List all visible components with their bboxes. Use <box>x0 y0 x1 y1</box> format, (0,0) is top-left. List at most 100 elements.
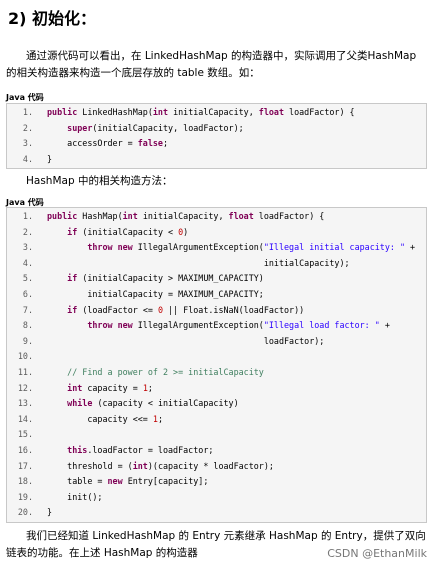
code-token: IllegalArgumentException( <box>137 242 264 253</box>
line-number: 9. <box>22 335 33 346</box>
code-line: 4. initialCapacity); <box>7 256 426 272</box>
code-token: new <box>107 476 128 487</box>
code-label: Java 代码 <box>6 198 44 207</box>
code-token: } <box>47 507 53 518</box>
line-number: 8. <box>22 320 33 331</box>
code-line: 16. this.loadFactor = loadFactor; <box>7 443 426 459</box>
code-token: (initialCapacity < <box>82 226 179 237</box>
line-number: 17. <box>17 460 33 471</box>
code-token: initialCapacity, <box>142 211 229 221</box>
code-token <box>47 320 87 330</box>
line-number: 12. <box>17 382 33 393</box>
paragraph-intro: 通过源代码可以看出，在 LinkedHashMap 的构造器中，实际调用了父类H… <box>6 50 417 79</box>
code-token: Entry[capacity]; <box>127 476 209 487</box>
code-line: 3. accessOrder = false; <box>7 136 426 152</box>
code-token: LinkedHashMap( <box>82 107 153 117</box>
code-line: 8. throw new IllegalArgumentException("I… <box>7 318 426 334</box>
code-token: initialCapacity); <box>47 257 350 268</box>
code-token: false <box>137 138 163 149</box>
code-token: } <box>47 153 53 164</box>
code-line: 1.public LinkedHashMap(int initialCapaci… <box>7 105 426 121</box>
code-line: 19. init(); <box>7 490 426 506</box>
line-number: 1. <box>22 211 33 221</box>
section-heading: 2) 初始化： <box>8 9 97 28</box>
code-token <box>47 123 67 133</box>
code-line: 13. while (capacity < initialCapacity) <box>7 396 426 412</box>
code-token: ; <box>147 382 153 393</box>
code-token: loadFactor) { <box>289 107 355 117</box>
code-block-hashmap: 1.public HashMap(int initialCapacity, fl… <box>6 207 427 523</box>
code-token: if <box>67 226 83 237</box>
code-token <box>47 367 67 377</box>
code-label: Java 代码 <box>6 93 44 102</box>
code-token: super <box>67 122 93 133</box>
code-token: (initialCapacity > MAXIMUM_CAPACITY) <box>82 273 264 284</box>
line-number: 14. <box>17 413 33 424</box>
code-line: 15. <box>7 427 426 443</box>
code-token: int <box>152 107 174 117</box>
code-line: 20.} <box>7 505 426 521</box>
code-line: 1. public HashMap(int initialCapacity, fl… <box>7 209 426 225</box>
paragraph-hashmap-constructor: HashMap 中的相关构造方法： <box>26 175 173 187</box>
code-token: int <box>67 382 88 393</box>
line-number: 3. <box>22 242 33 253</box>
code-token <box>47 445 67 455</box>
code-token <box>47 398 67 408</box>
code-token: IllegalArgumentException( <box>137 320 264 331</box>
line-number: 20. <box>17 507 33 518</box>
paragraph-entry: 我们已经知道 LinkedHashMap 的 Entry 元素继承 HashMa… <box>6 530 426 559</box>
code-token <box>47 242 87 252</box>
code-token: (loadFactor <= <box>82 304 158 315</box>
code-line: 2. super(initialCapacity, loadFactor); <box>7 121 426 137</box>
code-token <box>47 305 67 315</box>
code-token: initialCapacity, <box>173 107 259 117</box>
code-token: HashMap( <box>82 211 123 221</box>
code-token: throw new <box>87 320 138 331</box>
code-token: (initialCapacity, loadFactor); <box>92 122 244 133</box>
code-token: this <box>67 444 88 455</box>
code-token: 1 <box>152 413 158 424</box>
code-line: 5. if (initialCapacity > MAXIMUM_CAPACIT… <box>7 271 426 287</box>
code-token: float <box>228 211 259 221</box>
line-number: 13. <box>17 398 33 409</box>
line-number: 1. <box>22 107 33 117</box>
code-token <box>47 383 67 393</box>
code-token: public <box>47 211 83 221</box>
code-token: ; <box>157 413 163 424</box>
line-number: 16. <box>17 444 33 455</box>
line-number: 6. <box>22 288 33 299</box>
code-line: 6. initialCapacity = MAXIMUM_CAPACITY; <box>7 287 426 303</box>
code-token: + <box>405 242 416 253</box>
code-token <box>47 227 67 237</box>
code-token: int <box>132 460 148 471</box>
code-token: )(capacity * loadFactor); <box>147 460 274 471</box>
code-token: 0 <box>157 304 163 315</box>
code-token: accessOrder = <box>47 138 138 149</box>
code-line: 3. throw new IllegalArgumentException("I… <box>7 240 426 256</box>
line-number: 11. <box>17 366 33 377</box>
line-number: 19. <box>17 491 33 502</box>
code-line: 10. <box>7 349 426 365</box>
watermark: CSDN @EthanMilk <box>327 547 427 560</box>
code-token: while <box>67 398 98 409</box>
code-token: ; <box>162 138 169 149</box>
line-number: 2. <box>22 226 33 237</box>
line-number: 4. <box>22 257 33 268</box>
code-token: (capacity < initialCapacity) <box>97 398 239 409</box>
code-token: "Illegal initial capacity: " <box>263 242 406 253</box>
code-token: table = <box>47 476 108 487</box>
line-number: 5. <box>22 273 33 284</box>
code-token: if <box>67 304 83 315</box>
code-token: init(); <box>47 491 103 502</box>
code-line: 4.} <box>7 152 426 168</box>
code-token: capacity = <box>87 382 143 393</box>
code-token: threshold = ( <box>47 460 133 471</box>
code-token: || Float.isNaN(loadFactor)) <box>163 304 305 315</box>
code-token: int <box>122 211 143 221</box>
code-token: loadFactor); <box>47 335 325 346</box>
code-line: 14. capacity <<= 1; <box>7 412 426 428</box>
code-token: loadFactor) { <box>258 211 325 221</box>
code-line: 7. if (loadFactor <= 0 || Float.isNaN(lo… <box>7 303 426 319</box>
line-number: 7. <box>22 304 33 315</box>
line-number: 4. <box>22 153 33 164</box>
